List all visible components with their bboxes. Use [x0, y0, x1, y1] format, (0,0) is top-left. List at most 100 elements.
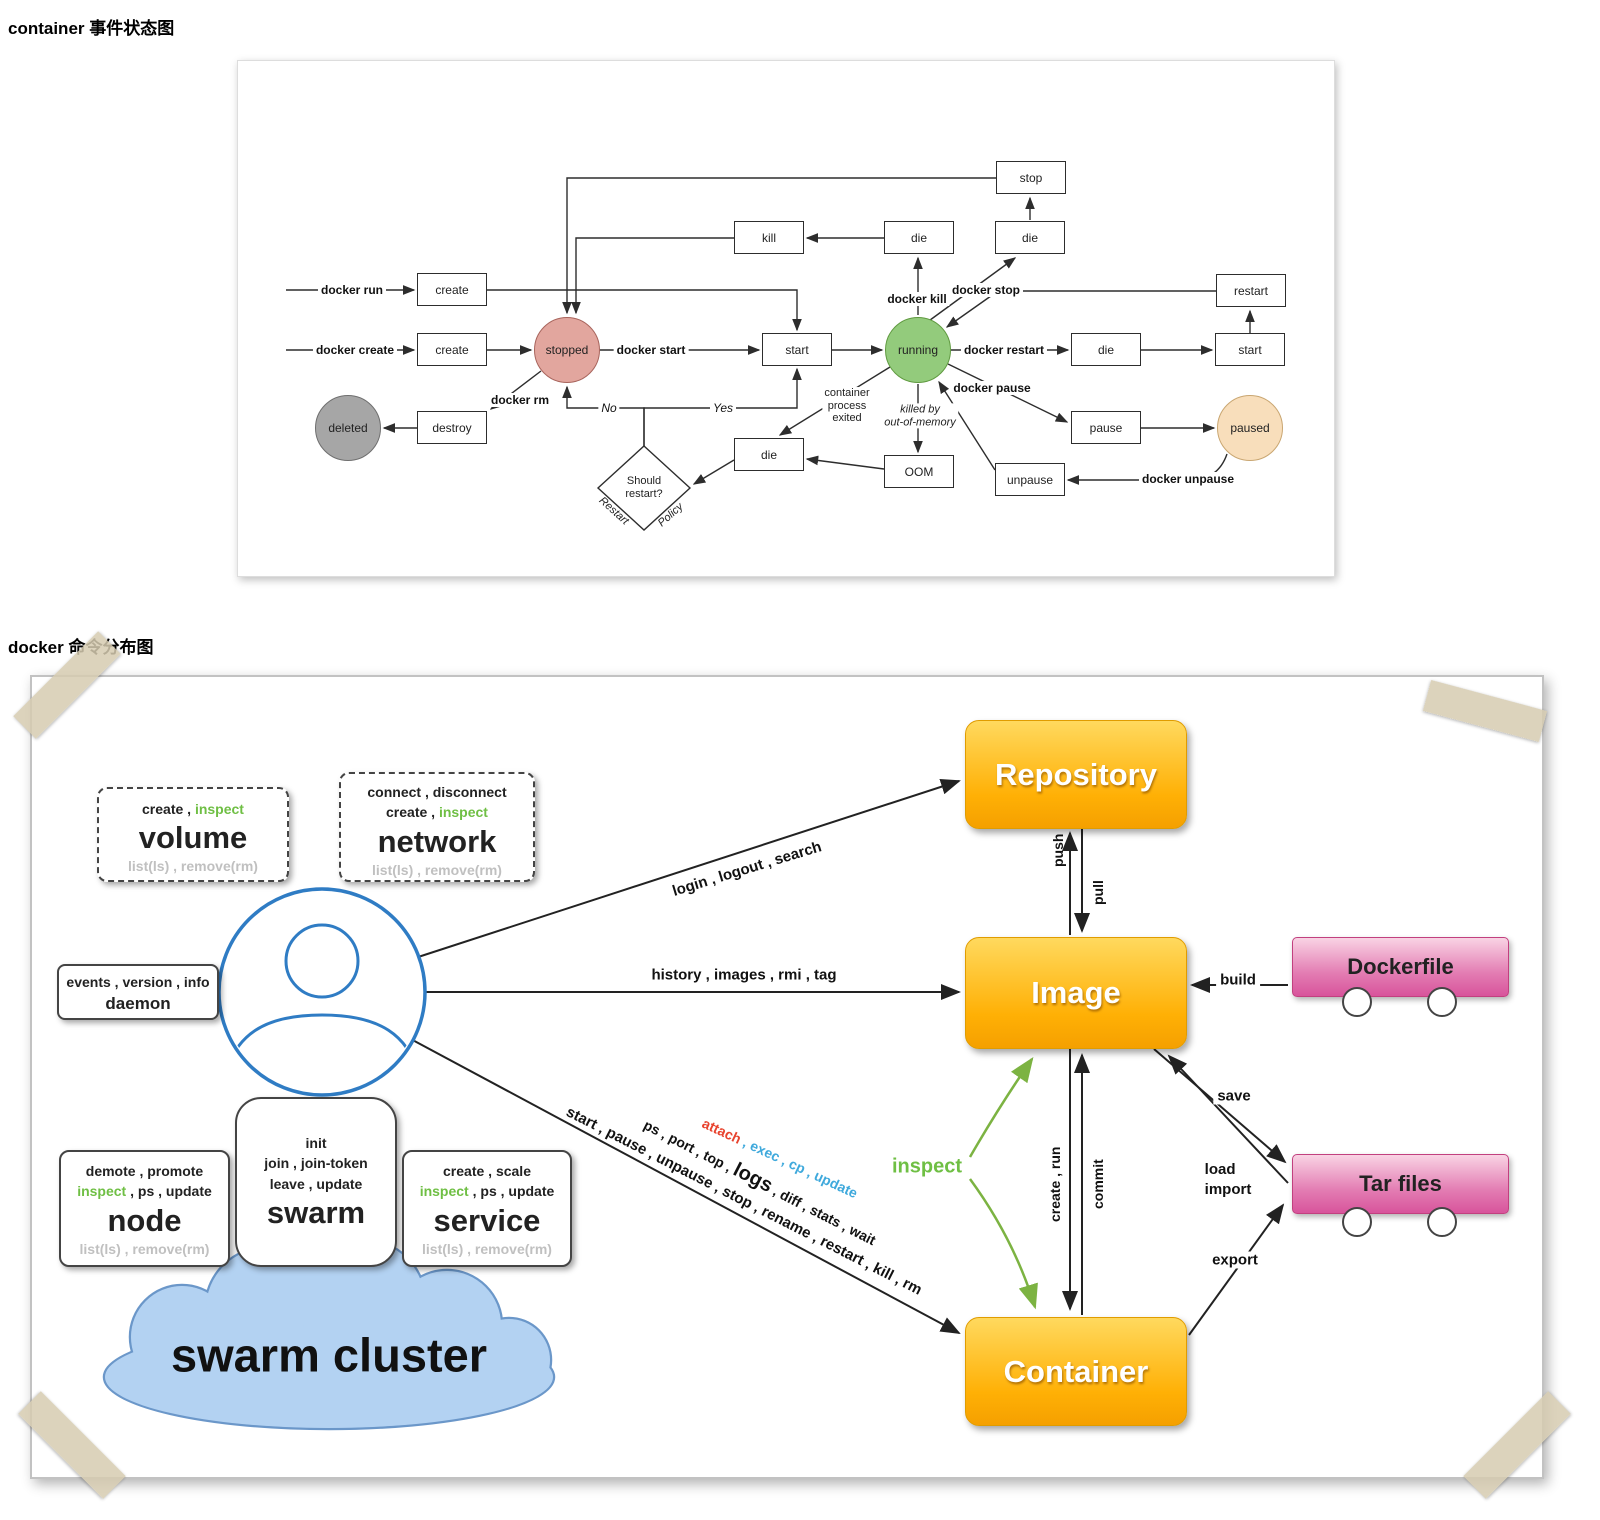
network-connect: connect , disconnect	[367, 784, 507, 800]
swarm-init: init	[305, 1135, 327, 1151]
dockerfile-wheel-right	[1427, 987, 1457, 1017]
user-icon	[217, 887, 427, 1097]
volume-name: volume	[138, 820, 248, 856]
daemon-name: daemon	[105, 994, 171, 1014]
swarm-cluster-label: swarm cluster	[170, 1328, 488, 1382]
state-diagram-arrows	[286, 177, 1255, 531]
daemon-commands: events , version , info	[66, 974, 210, 990]
label-yes: Yes	[709, 401, 737, 415]
should-restart-line2: restart?	[625, 488, 663, 500]
label-build: build	[1216, 971, 1260, 989]
swarm-name: swarm	[266, 1194, 366, 1230]
group-daemon: events , version , info daemon	[57, 964, 219, 1020]
service-create: create , scale	[443, 1163, 531, 1179]
node-ps-update: , ps , update	[126, 1183, 212, 1200]
node-tar-files: Tar files	[1292, 1154, 1509, 1214]
label-docker-unpause: docker unpause	[1138, 472, 1238, 486]
group-swarm: init join , join-token leave , update sw…	[235, 1097, 397, 1267]
killed-by-2: out-of-memory	[884, 416, 956, 428]
state-box-start: start	[762, 333, 832, 366]
should-restart-line1: Should	[626, 474, 662, 487]
process-exited-2: process	[827, 399, 867, 412]
service-list-remove: list(ls) , remove(rm)	[422, 1240, 552, 1257]
label-pull: pull	[1090, 880, 1106, 905]
label-killed-by-oom: killed by out-of-memory	[882, 403, 958, 429]
state-deleted: deleted	[315, 395, 381, 461]
should-restart-label: Should restart?	[625, 475, 662, 501]
state-box-kill: kill	[734, 221, 804, 254]
node-list-remove: list(ls) , remove(rm)	[79, 1240, 210, 1257]
group-service: create , scale inspect , ps , update ser…	[402, 1150, 572, 1267]
state-diagram-card: stop kill die die create restart create …	[237, 60, 1335, 577]
service-name: service	[433, 1202, 541, 1238]
swarm-leave: leave , update	[269, 1175, 363, 1192]
state-box-unpause: unpause	[995, 463, 1065, 496]
label-docker-stop: docker stop	[948, 283, 1024, 297]
network-inspect: inspect	[438, 804, 488, 821]
command-edges	[406, 778, 1289, 1336]
label-docker-create: docker create	[312, 343, 398, 357]
heading-state-diagram: container 事件状态图	[8, 19, 175, 38]
dockerfile-wheel-left	[1342, 987, 1372, 1017]
network-create: create , inspect	[347, 802, 527, 822]
node-name: node	[107, 1202, 182, 1238]
state-box-die-bottom: die	[734, 438, 804, 471]
label-no: No	[598, 401, 620, 415]
volume-inspect: inspect	[194, 801, 244, 817]
state-box-die-right: die	[1071, 333, 1141, 366]
tar-wheel-left	[1342, 1207, 1372, 1237]
swarm-join: join , join-token	[264, 1155, 368, 1172]
killed-by-1: killed by	[900, 403, 940, 416]
volume-create: create ,	[142, 801, 195, 817]
import-cmd: import	[1204, 1181, 1252, 1198]
command-diagram-graphics	[102, 778, 1289, 1431]
load-cmd: load	[1204, 1160, 1236, 1178]
tar-wheel-right	[1427, 1207, 1457, 1237]
state-box-die-top: die	[884, 221, 954, 254]
volume-list-remove: list(ls) , remove(rm)	[128, 858, 258, 875]
network-create-b: create ,	[386, 804, 439, 821]
state-box-pause: pause	[1071, 411, 1141, 444]
group-network: connect , disconnect create , inspect ne…	[339, 772, 535, 882]
label-docker-kill: docker kill	[884, 292, 950, 306]
state-box-destroy: destroy	[417, 411, 487, 444]
node-demote: demote , promote	[85, 1163, 204, 1179]
label-push: push	[1050, 833, 1066, 867]
group-volume: create , inspect volume list(ls) , remov…	[97, 787, 289, 882]
label-save: save	[1213, 1087, 1255, 1105]
node-container: Container	[965, 1317, 1187, 1426]
label-export: export	[1208, 1251, 1262, 1269]
service-inspect-line: inspect , ps , update	[410, 1181, 564, 1201]
service-ps-update: , ps , update	[468, 1183, 555, 1200]
label-commit: commit	[1090, 1159, 1106, 1209]
node-image: Image	[965, 937, 1187, 1049]
state-box-restart: restart	[1216, 274, 1286, 307]
node-repository: Repository	[965, 720, 1187, 829]
label-create-run: create , run	[1047, 1146, 1063, 1222]
state-stopped: stopped	[534, 317, 600, 383]
state-box-create: create	[417, 333, 487, 366]
label-docker-restart: docker restart	[960, 343, 1048, 357]
network-name: network	[377, 823, 497, 859]
should-restart-diamond	[596, 445, 692, 531]
label-docker-pause: docker pause	[950, 381, 1034, 395]
label-load-import: load import	[1201, 1159, 1255, 1201]
node-inspect-line: inspect , ps , update	[67, 1181, 222, 1201]
state-box-start-right: start	[1215, 333, 1285, 366]
label-process-exited: container process exited	[822, 387, 872, 425]
label-docker-run: docker run	[317, 283, 387, 297]
inspect-edges	[968, 1056, 1038, 1310]
label-inspect: inspect	[891, 1155, 963, 1178]
label-docker-rm: docker rm	[487, 393, 553, 407]
swarm-cluster-cloud	[102, 1237, 556, 1431]
state-box-create-run: create	[417, 273, 487, 306]
state-box-oom: OOM	[884, 455, 954, 488]
process-exited-3: exited	[832, 412, 862, 425]
node-dockerfile: Dockerfile	[1292, 937, 1509, 997]
state-box-stop: stop	[996, 161, 1066, 194]
network-list-remove: list(ls) , remove(rm)	[372, 861, 502, 878]
state-box-die-top-right: die	[995, 221, 1065, 254]
label-docker-start: docker start	[613, 343, 689, 357]
group-node: demote , promote inspect , ps , update n…	[59, 1150, 230, 1267]
volume-commands: create , inspect	[105, 799, 281, 819]
